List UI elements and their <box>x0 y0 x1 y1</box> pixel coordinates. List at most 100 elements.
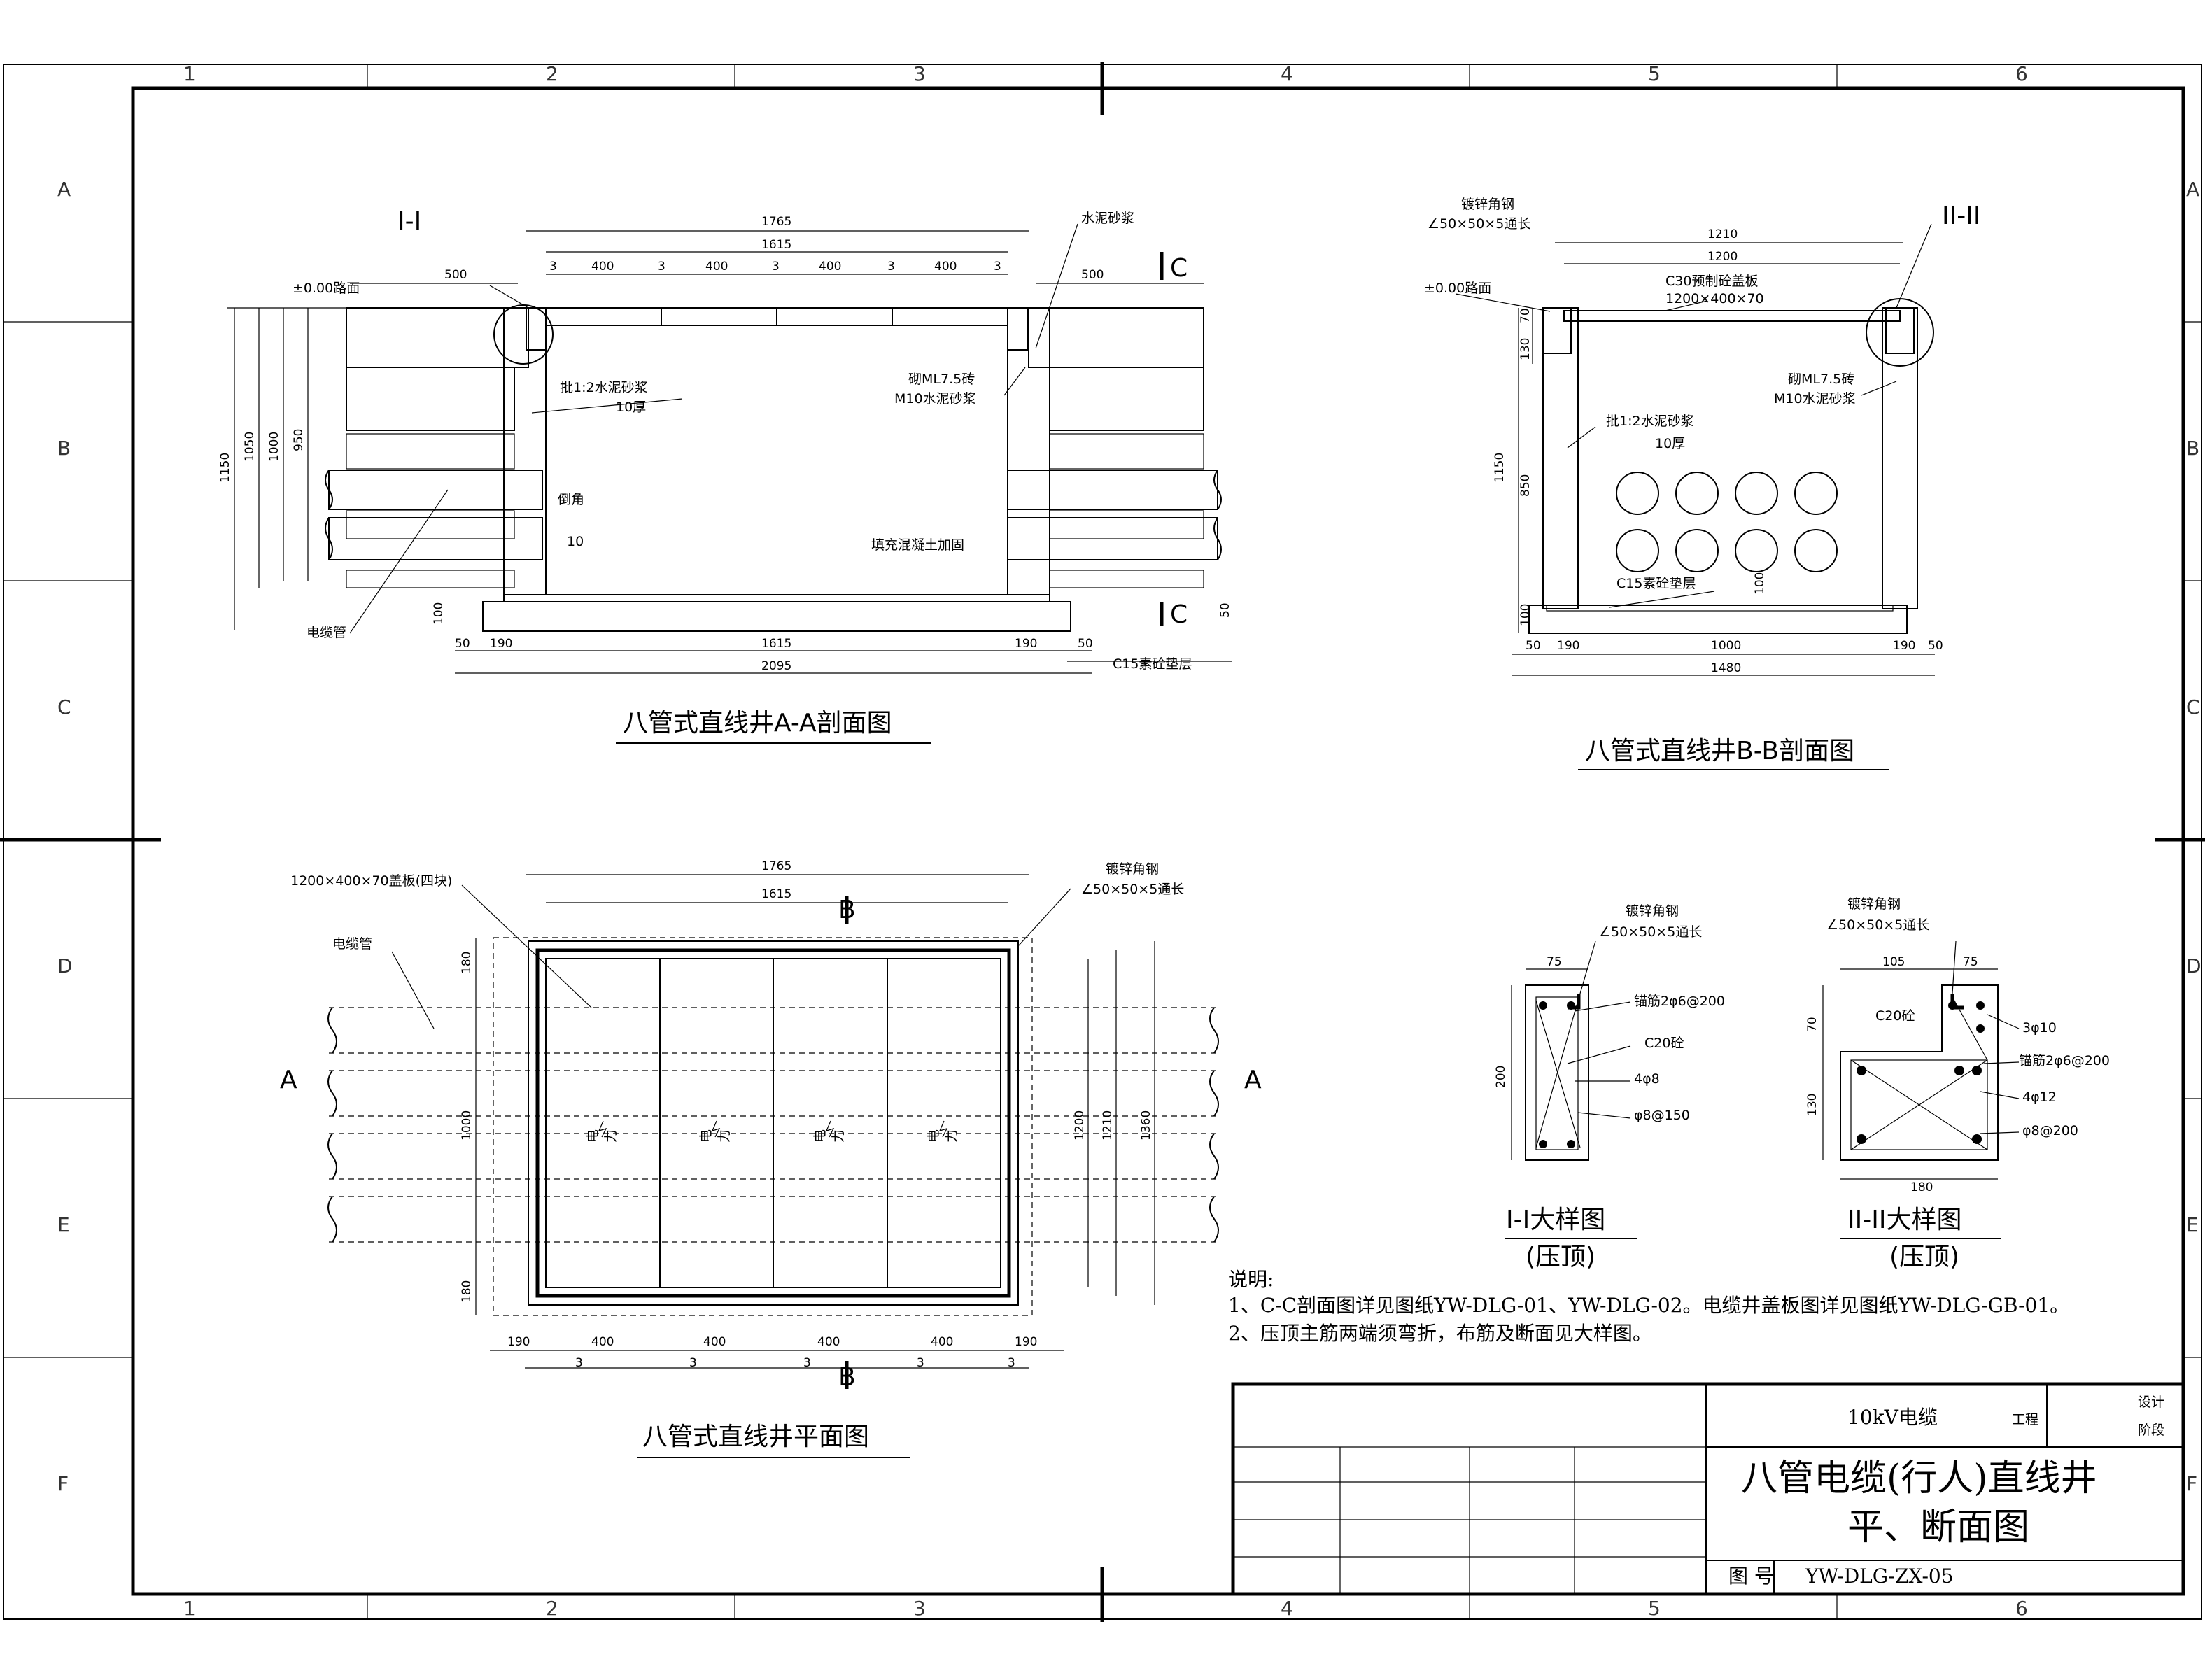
section-mark-a: A <box>1244 1066 1262 1094</box>
dim-label: 190 <box>507 1335 530 1349</box>
cover-panel-4: 电 力 <box>926 1120 959 1143</box>
dim-label: 180 <box>460 1280 474 1303</box>
pipe-label: 电缆管 <box>332 936 372 952</box>
detail-i-subtitle: (压顶) <box>1526 1243 1595 1271</box>
plan-view: 1200×400×70盖板(四块) 电缆管 镀锌角钢 ∠50×50×5通长 A … <box>280 859 1262 1458</box>
section-mark-c: C <box>1170 600 1188 629</box>
row-label: E <box>2186 1213 2199 1236</box>
concrete-label: C20砼 <box>1644 1036 1684 1051</box>
concrete-label: C20砼 <box>1875 1008 1915 1024</box>
main-bar-label: 4φ8 <box>1634 1071 1660 1087</box>
dim-label: 1200 <box>1707 250 1738 264</box>
row-label: B <box>57 437 71 460</box>
angle-label: 镀锌角钢 <box>1461 197 1514 212</box>
dim-label: 400 <box>591 1335 614 1349</box>
chamfer-label: 倒角 <box>558 492 584 507</box>
dim-label: 200 <box>1494 1066 1508 1088</box>
col-label: 1 <box>183 1597 196 1620</box>
mortar-label: M10水泥砂浆 <box>894 391 976 407</box>
row-label: A <box>2186 178 2199 201</box>
detail-ii-title: II-II大样图 <box>1847 1206 1961 1234</box>
dim-label: 400 <box>934 260 957 274</box>
dim-label: 850 <box>1519 474 1533 497</box>
dim-label: 190 <box>1557 639 1579 653</box>
dim-label: 50 <box>1526 639 1541 653</box>
col-label: 3 <box>913 62 926 85</box>
chamfer-dim: 10 <box>567 534 584 549</box>
cable-pipe-group <box>1616 472 1838 572</box>
dim-label: 130 <box>1805 1094 1819 1116</box>
row-label: D <box>2186 954 2202 977</box>
power-label: 力 <box>717 1129 732 1143</box>
section-mark-b: B <box>838 1363 856 1392</box>
dim-label: 190 <box>1893 639 1915 653</box>
dim-label: 1360 <box>1139 1110 1153 1141</box>
col-label: 3 <box>913 1597 926 1620</box>
dim-label: 190 <box>1015 637 1037 651</box>
stirrup-label: φ8@150 <box>1634 1108 1690 1123</box>
dim-label: 1000 <box>460 1110 474 1141</box>
dim-label: 75 <box>1963 955 1978 969</box>
section-mark-a: A <box>280 1066 297 1094</box>
dim-label: 3 <box>887 260 895 274</box>
section-bb: II-II 镀锌角钢 ∠50×50×5通长 ±0.00路面 C30预制砼盖板 1… <box>1424 197 1980 770</box>
sheet-frame <box>0 62 2205 1622</box>
stage-label: 阶段 <box>2138 1423 2164 1438</box>
detail-ii-subtitle: (压顶) <box>1889 1243 1959 1271</box>
brick-label: 砌ML7.5砖 <box>908 372 975 387</box>
dim-label: 3 <box>917 1356 924 1370</box>
detail-ii: 镀锌角钢 ∠50×50×5通长 C20砼 3φ10 锚筋2φ6@200 4φ12… <box>1805 896 2110 1271</box>
col-label: 4 <box>1281 62 1293 85</box>
section-aa: I-I C C ±0.00路面 1765 1615 3 400 3 400 3 … <box>218 207 1232 744</box>
dim-label: 500 <box>1081 268 1104 282</box>
dim-label: 1000 <box>1711 639 1741 653</box>
cement-label: 水泥砂浆 <box>1081 211 1134 226</box>
dim-label: 3 <box>575 1356 583 1370</box>
dim-label: 400 <box>705 260 728 274</box>
dim-label: 1050 <box>243 432 257 462</box>
dim-label: 1765 <box>761 859 791 873</box>
col-label: 6 <box>2015 62 2028 85</box>
dim-label: 1150 <box>1493 453 1507 483</box>
power-label: 电 <box>926 1129 941 1143</box>
dim-label: 130 <box>1519 338 1533 360</box>
row-label: C <box>2186 696 2200 719</box>
col-label: 2 <box>546 62 558 85</box>
stirrup-label: φ8@200 <box>2022 1123 2078 1138</box>
brick-label: 砌ML7.5砖 <box>1788 372 1854 387</box>
dim-label: 180 <box>460 952 474 974</box>
dim-label: 100 <box>1753 572 1767 595</box>
base-label: C15素砼垫层 <box>1616 576 1696 591</box>
power-label: 力 <box>603 1129 619 1143</box>
dim-label: 1210 <box>1101 1110 1115 1141</box>
col-label: 6 <box>2015 1597 2028 1620</box>
notes: 说明: 1、C-C剖面图详见图纸YW-DLG-01、YW-DLG-02。电缆井盖… <box>1228 1268 2069 1345</box>
dim-label: 105 <box>1882 955 1905 969</box>
col-label: 5 <box>1648 1597 1661 1620</box>
dim-label: 3 <box>772 260 780 274</box>
dim-label: 50 <box>1928 639 1943 653</box>
dim-label: 400 <box>703 1335 726 1349</box>
road-label: ±0.00路面 <box>1424 281 1491 296</box>
row-label: F <box>57 1472 69 1495</box>
section-bb-title: 八管式直线井B-B剖面图 <box>1585 737 1854 765</box>
plaster-label: 批1:2水泥砂浆 <box>560 380 648 395</box>
row-label: C <box>57 696 71 719</box>
dim-label: 75 <box>1547 955 1562 969</box>
dim-label: 70 <box>1805 1017 1819 1032</box>
row-label: B <box>2186 437 2199 460</box>
row-label: E <box>57 1213 70 1236</box>
dim-label: 500 <box>444 268 467 282</box>
pipe-label: 电缆管 <box>307 625 346 640</box>
detail-mark-ii: II-II <box>1942 202 1980 230</box>
col-label: 2 <box>546 1597 558 1620</box>
cover-panel-1: 电 力 <box>585 1120 619 1143</box>
dim-label: 1765 <box>761 215 791 229</box>
dim-label: 3 <box>658 260 665 274</box>
dim-label: 180 <box>1910 1180 1933 1194</box>
angle-spec-label: ∠50×50×5通长 <box>1428 216 1530 232</box>
col-label: 5 <box>1648 62 1661 85</box>
dim-label: 1000 <box>267 432 281 462</box>
drawing-title-line-2: 平、断面图 <box>1847 1506 2029 1548</box>
